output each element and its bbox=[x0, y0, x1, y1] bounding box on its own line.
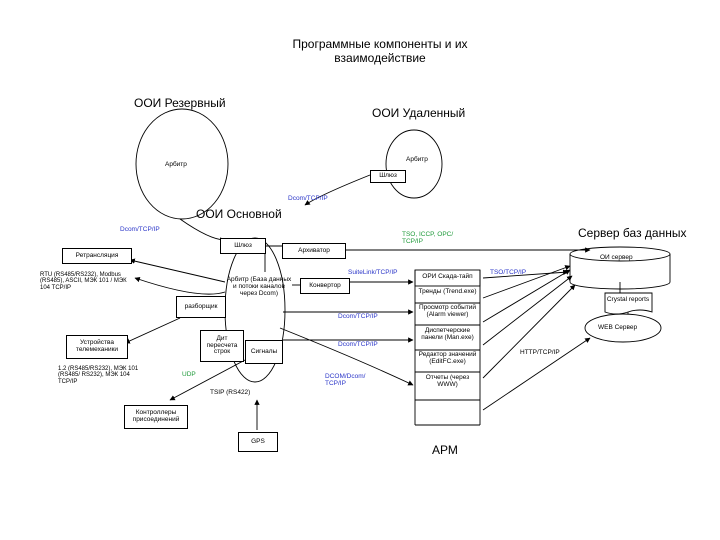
label-dcom-reserve: Dcom/TCP/IP bbox=[120, 226, 160, 233]
arm-item-1: ОРИ Скада-тайп bbox=[422, 273, 473, 280]
ooi-reserve-arbiter: Арбитр bbox=[165, 161, 187, 168]
telemetry-box: Устройства телемеханики bbox=[66, 335, 128, 359]
ooi-main-gateway-box: Шлюз bbox=[220, 238, 266, 254]
arm-item-6: Отчеты (через WWW) bbox=[425, 374, 470, 388]
crystal-doc-shape bbox=[604, 292, 653, 315]
arm-item-5: Редактор значений (EditFC.exe) bbox=[418, 351, 477, 365]
label-dcom-remote: Dcom/TCP/IP bbox=[288, 195, 328, 202]
parser-label: разборщик bbox=[184, 302, 218, 310]
ooi-reserve-ellipse bbox=[135, 108, 229, 220]
label-tsip: TSIP (RS422) bbox=[210, 389, 251, 396]
converter-label: Конвертор bbox=[309, 281, 341, 289]
controllers-label: Контроллеры присоединений bbox=[132, 409, 180, 423]
db-server-label: Сервер баз данных bbox=[578, 226, 687, 240]
label-http: HTTP/TCP/IP bbox=[520, 349, 560, 356]
signals-label: Сигналы bbox=[250, 347, 278, 355]
oi-server-label: ОИ сервер bbox=[600, 254, 633, 261]
arbiter-desc: Арбитр (База данных и потоки каналов чер… bbox=[226, 276, 292, 297]
ooi-main-label: ООИ Основной bbox=[196, 207, 282, 221]
retranslation-box: Ретрансляция bbox=[62, 248, 132, 264]
arm-item-4: Диспетчерские панели (Man.exe) bbox=[421, 327, 474, 341]
signals-box: Сигналы bbox=[245, 340, 283, 364]
converter-box: Конвертор bbox=[300, 278, 350, 294]
arm-item-3: Просмотр событий (Alarm viewer) bbox=[418, 304, 477, 318]
ooi-remote-gateway-box: Шлюз bbox=[370, 170, 406, 183]
label-udp: UDP bbox=[182, 371, 196, 378]
parser-box: разборщик bbox=[176, 296, 226, 318]
ooi-remote-gateway-label: Шлюз bbox=[379, 172, 397, 180]
ooi-remote-ellipse bbox=[385, 129, 443, 199]
archiver-label: Архиватор bbox=[298, 246, 330, 254]
telemetry-label: Устройства телемеханики bbox=[75, 339, 119, 353]
label-dcom-arm1: Dcom/TCP/IP bbox=[338, 313, 378, 320]
ooi-main-gateway-label: Шлюз bbox=[234, 241, 252, 249]
crystal-label: Crystal reports bbox=[606, 296, 650, 303]
arm-item-2: Тренды (Trend.exe) bbox=[418, 288, 477, 295]
label-dcom-arm2: Dcom/TCP/IP bbox=[338, 341, 378, 348]
web-server-label: WEB Сервер bbox=[598, 324, 638, 331]
controllers-box: Контроллеры присоединений bbox=[124, 405, 188, 429]
dit-box: Дит пересчета строк bbox=[200, 330, 244, 362]
arm-label: АРМ bbox=[432, 443, 458, 457]
retranslation-label: Ретрансляция bbox=[75, 251, 119, 259]
ooi-remote-arbiter: Арбитр bbox=[406, 156, 428, 163]
page-title: Программные компоненты и их взаимодейств… bbox=[292, 37, 468, 65]
archiver-box: Архиватор bbox=[282, 243, 346, 259]
label-tso-iccp: TSO, ICCP, OPC/ TCP/IP bbox=[402, 231, 454, 245]
dit-label: Дит пересчета строк bbox=[206, 334, 238, 356]
label-protocols-1: RTU (RS485/RS232), Modbus (RS485), ASCII… bbox=[40, 272, 127, 291]
gps-label: GPS bbox=[251, 437, 265, 445]
web-server-ellipse bbox=[584, 313, 662, 343]
label-suitelink: SuiteLink/TCP/IP bbox=[348, 269, 398, 276]
ooi-reserve-label: ООИ Резервный bbox=[134, 96, 226, 110]
label-tso-db: TSO/TCP/IP bbox=[490, 269, 527, 276]
gps-box: GPS bbox=[238, 432, 278, 452]
label-dcom-opc: DCOM/Dcom/ TCP/IP bbox=[325, 373, 366, 387]
ooi-remote-label: ООИ Удаленный bbox=[372, 106, 466, 120]
label-protocols-2: 1.2 (RS485/RS232), МЭК 101 (RS485/ RS232… bbox=[58, 366, 139, 385]
